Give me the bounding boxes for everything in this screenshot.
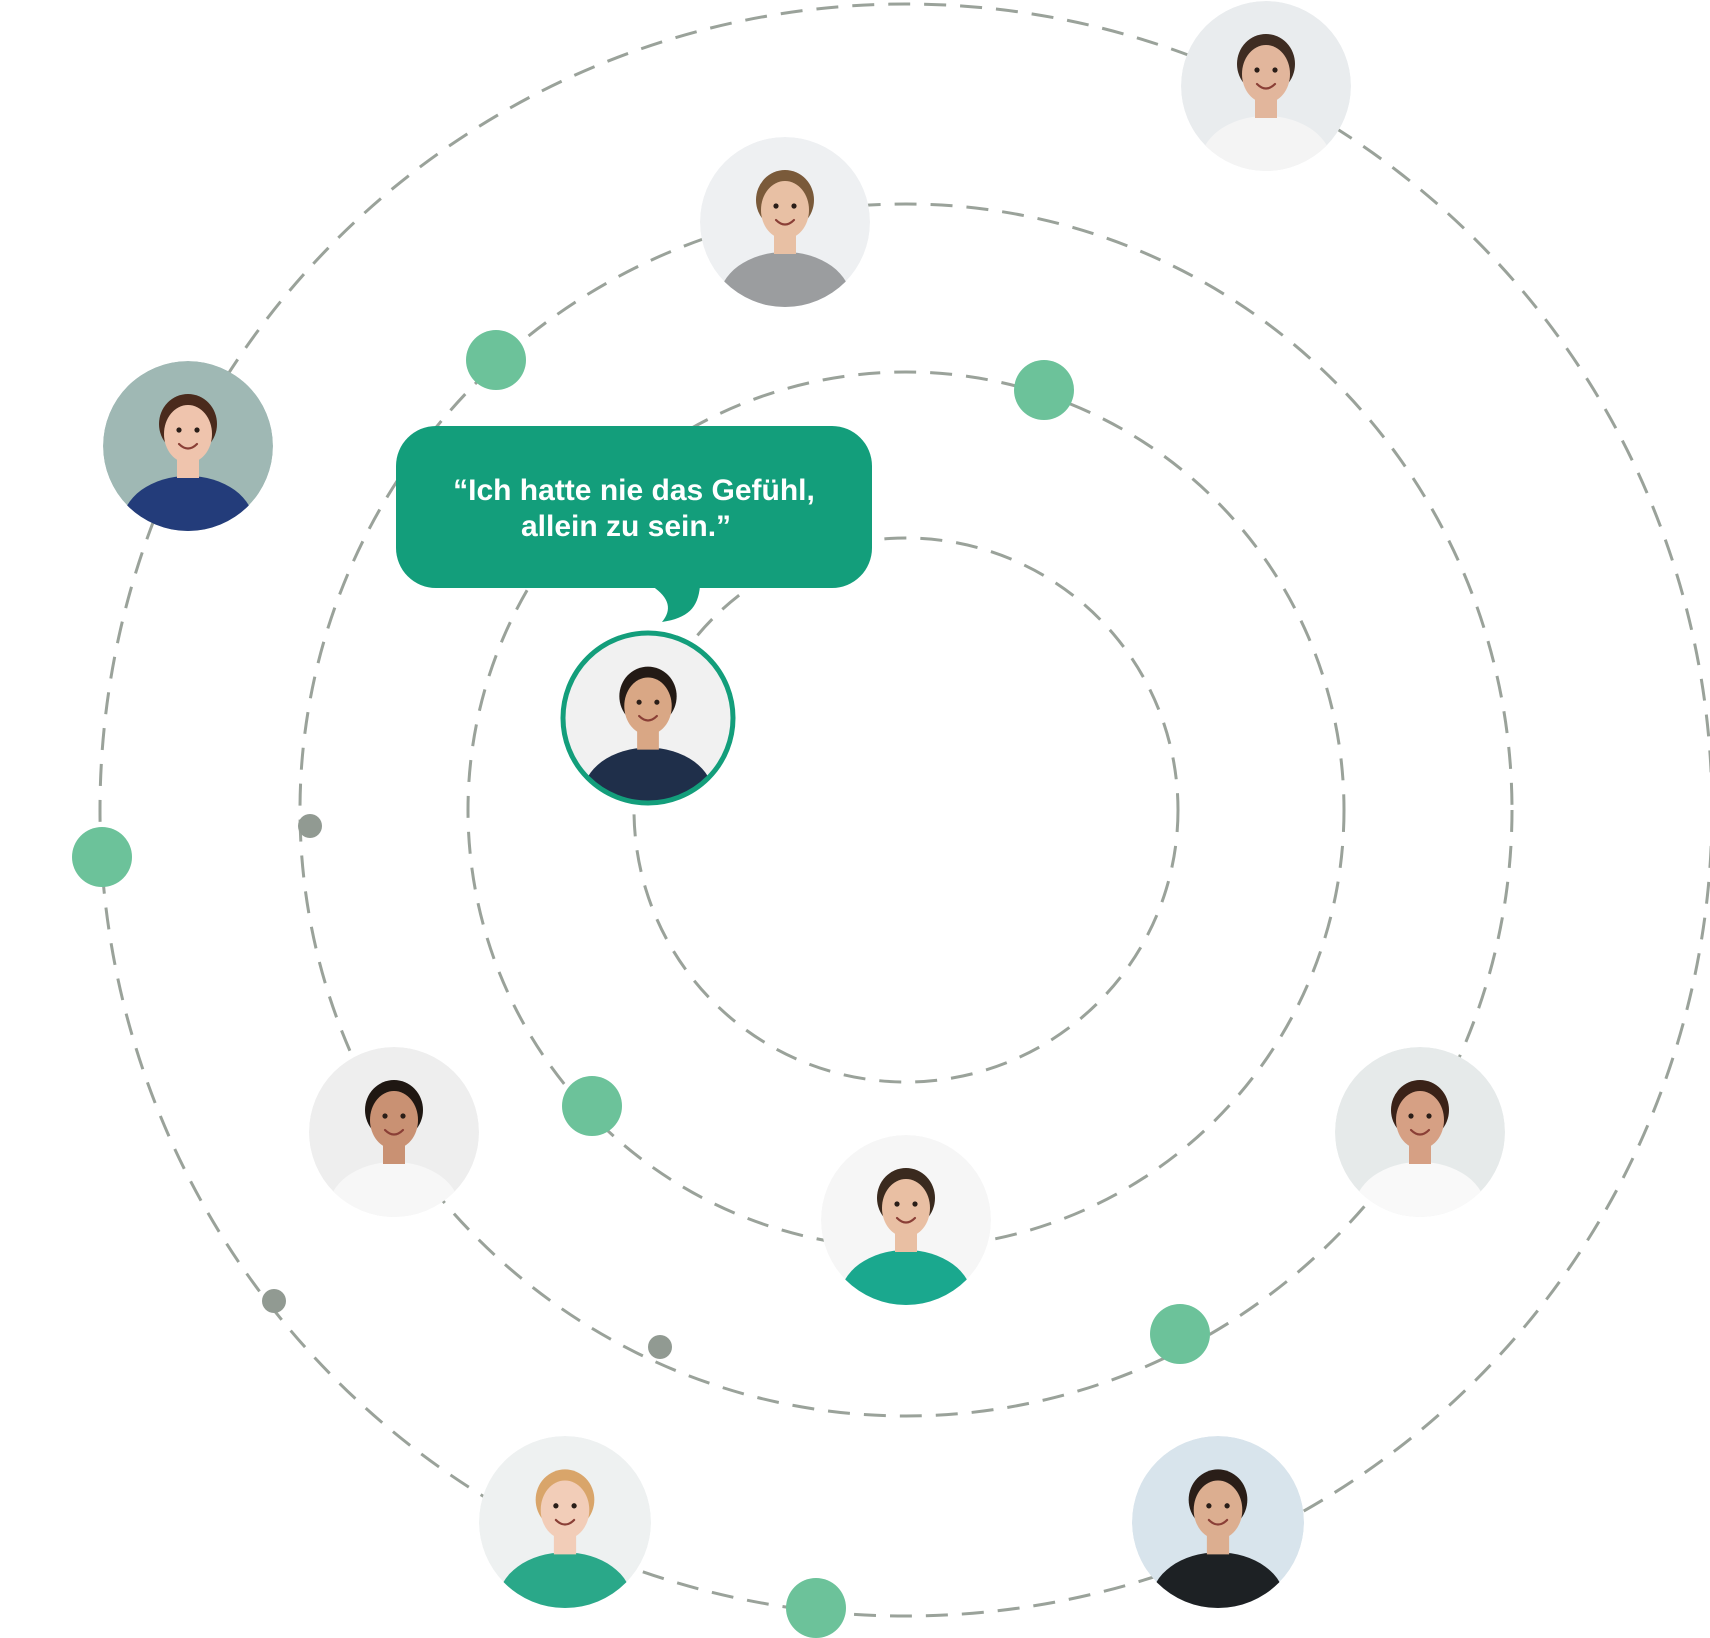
avatar-young-man-grey-sweater: [700, 137, 870, 307]
avatar-clothing: [498, 1552, 632, 1608]
avatar-eye: [773, 203, 779, 209]
avatar-eye: [912, 1201, 918, 1207]
avatar-face: [1396, 1091, 1444, 1149]
orbit-dot: [1014, 360, 1074, 420]
avatar-face: [624, 677, 672, 735]
avatar-eye: [1254, 67, 1260, 73]
avatar-smile: [895, 1216, 917, 1224]
avatar-eye: [1272, 67, 1278, 73]
avatar-face: [1242, 45, 1290, 103]
avatar-woman-blue-shirt-tablet: [103, 361, 273, 531]
avatar-eye: [1206, 1503, 1212, 1509]
orbit-ring-4: [98, 2, 1710, 1618]
avatar-smile: [383, 1128, 405, 1136]
avatar-eye: [571, 1503, 577, 1509]
avatar-face: [164, 405, 212, 463]
avatar-woman-glasses-white-coat: [1335, 1047, 1505, 1217]
orbit-dot: [562, 1076, 622, 1136]
avatar-face: [370, 1091, 418, 1149]
avatar-clothing: [1354, 1162, 1486, 1217]
avatar-eye: [553, 1503, 559, 1509]
speech-bubble: “Ich hatte nie das Gefühl, allein zu sei…: [396, 426, 872, 622]
avatar-clothing: [1151, 1552, 1285, 1608]
speech-bubble-tail: [652, 586, 700, 622]
avatar-eye: [1426, 1113, 1432, 1119]
orbit-dot-small: [262, 1289, 286, 1313]
speech-bubble-body: [396, 426, 872, 588]
avatar-blonde-woman-green-scrubs: [479, 1436, 651, 1608]
avatar-smile: [554, 1518, 576, 1526]
quote-line-2: allein zu sein.”: [521, 510, 731, 543]
orbit-ring-1: [632, 536, 1180, 1084]
orbit-dots: [72, 330, 1210, 1638]
featured-avatar-ring: [560, 630, 736, 806]
avatar-smile: [1255, 82, 1277, 90]
avatar-group: [103, 1, 1505, 1608]
avatar-clothing: [1200, 116, 1332, 171]
avatar-clothing: [328, 1162, 460, 1217]
avatar-clothing: [719, 252, 851, 307]
orbit-dot: [1150, 1304, 1210, 1364]
avatar-face: [761, 181, 809, 239]
avatar-featured-smiling-man: [560, 630, 736, 806]
orbit-dot: [466, 330, 526, 390]
avatar-eye: [636, 699, 642, 705]
avatar-smile: [177, 442, 199, 450]
avatar-smile: [638, 714, 658, 722]
avatar-smile: [774, 218, 796, 226]
avatar-face: [540, 1480, 590, 1540]
avatar-clothing: [840, 1250, 972, 1305]
orbit-ring-3: [298, 202, 1514, 1418]
orbit-dot-small: [298, 814, 322, 838]
orbit-dot: [72, 827, 132, 887]
orbit-dot-small: [648, 1335, 672, 1359]
avatar-eye: [194, 427, 200, 433]
orbit-dot: [786, 1578, 846, 1638]
avatar-eye: [894, 1201, 900, 1207]
avatar-woman-white-uniform-top-right: [1181, 1, 1351, 171]
avatar-man-teal-scrubs-mask: [821, 1135, 991, 1305]
avatar-eye: [1408, 1113, 1414, 1119]
avatar-eye: [382, 1113, 388, 1119]
avatar-smile: [1409, 1128, 1431, 1136]
avatar-face: [882, 1179, 930, 1237]
avatar-bearded-man-white-coat: [309, 1047, 479, 1217]
avatar-smile: [1207, 1518, 1229, 1526]
orbit-rings: [98, 2, 1710, 1618]
avatar-clothing: [582, 747, 714, 802]
avatar-man-black-scrubs-arms-crossed: [1132, 1436, 1304, 1608]
avatar-eye: [791, 203, 797, 209]
avatar-clothing: [122, 476, 254, 531]
avatar-eye: [176, 427, 182, 433]
avatar-eye: [654, 699, 660, 705]
avatar-eye: [400, 1113, 406, 1119]
avatar-face: [1193, 1480, 1243, 1540]
quote-line-1: “Ich hatte nie das Gefühl,: [453, 474, 815, 507]
avatar-eye: [1224, 1503, 1230, 1509]
